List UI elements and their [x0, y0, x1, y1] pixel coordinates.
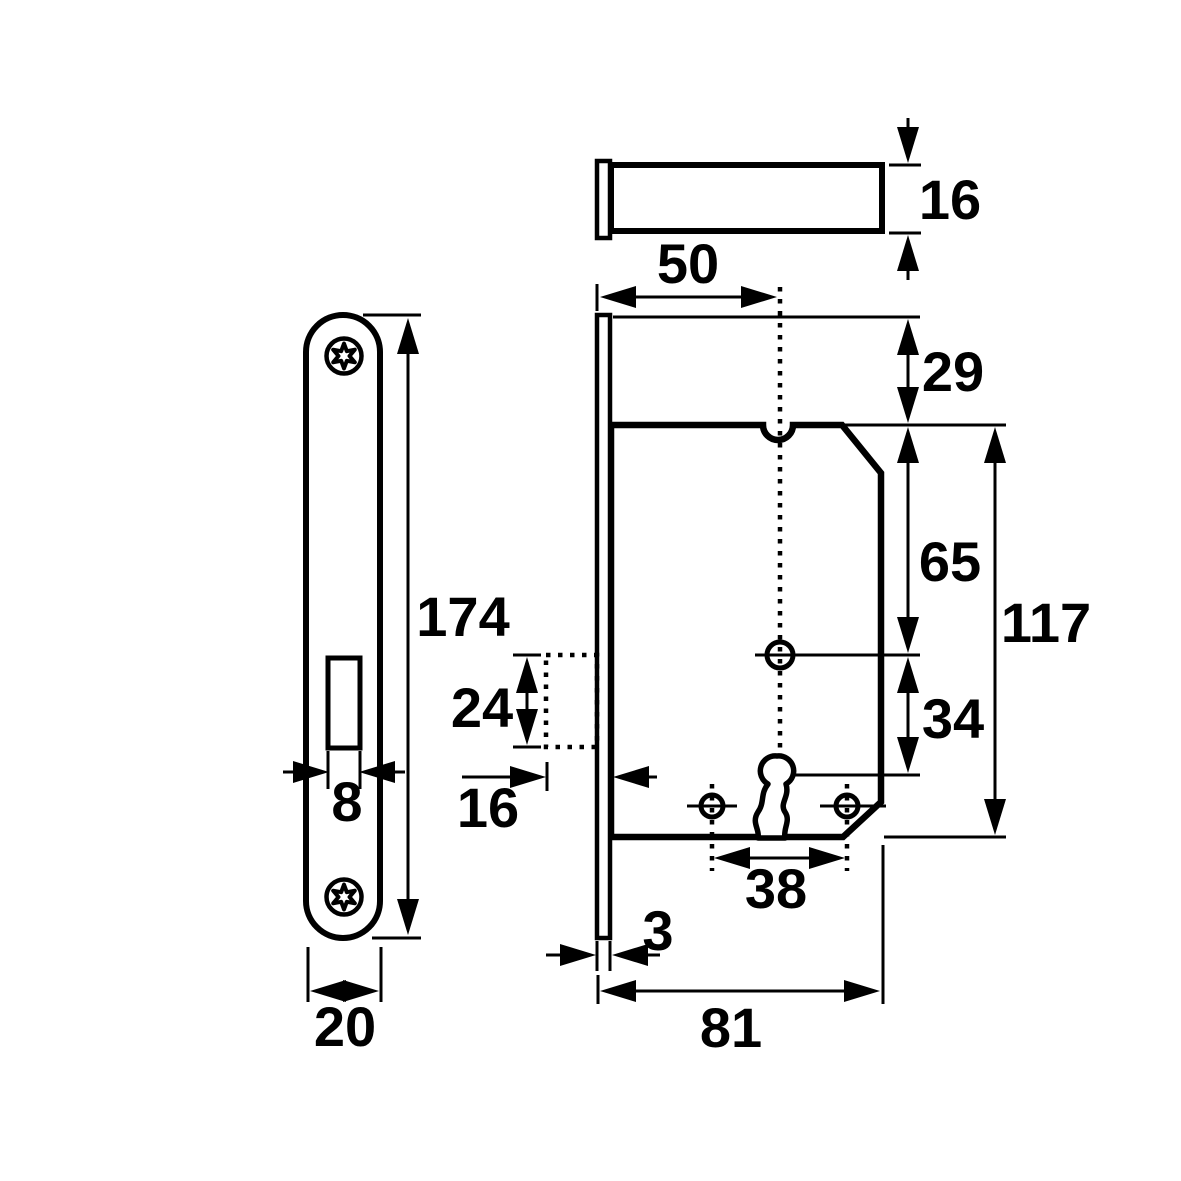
- dim-label-34: 34: [922, 687, 984, 750]
- dim-label-16-pocket: 16: [457, 776, 519, 839]
- dim-follower-to-keyhole: 34: [897, 657, 984, 773]
- case-body-outline: [607, 421, 885, 841]
- case-top-outline: [608, 162, 885, 234]
- fixing-hole-right: [833, 792, 861, 820]
- dim-backset: 50: [595, 232, 777, 311]
- follower-hole: [764, 639, 796, 671]
- torx-screw-bottom-icon: [327, 880, 362, 915]
- dim-label-117: 117: [1001, 591, 1091, 654]
- dim-case-depth: 81: [596, 845, 885, 1059]
- dim-label-65: 65: [919, 530, 981, 593]
- dim-label-16-case: 16: [919, 168, 981, 231]
- dim-fixing-hole-spacing: 38: [714, 847, 845, 920]
- torx-screw-top-icon: [327, 339, 362, 374]
- lock-case-side-view: [594, 287, 1006, 941]
- dim-label-50: 50: [657, 232, 719, 295]
- case-top-view: [594, 158, 885, 241]
- dim-case-top-to-follower: 65: [897, 427, 981, 653]
- dim-top-edge-to-case: 29: [897, 319, 984, 423]
- faceplate-outline: [303, 312, 383, 941]
- dim-label-174: 174: [416, 585, 509, 648]
- dim-faceplate-thickness: 3: [546, 899, 674, 971]
- faceplate-front-view: [303, 312, 383, 941]
- dim-label-20: 20: [314, 995, 376, 1058]
- dim-label-81: 81: [700, 996, 762, 1059]
- dim-label-3: 3: [642, 899, 673, 962]
- fixing-hole-left: [698, 792, 726, 820]
- dim-cutout-width: 8: [283, 751, 405, 833]
- dim-label-38: 38: [745, 857, 807, 920]
- latch-cutout: [325, 655, 363, 751]
- faceplate-edge-side-view: [594, 312, 613, 941]
- dim-faceplate-width: 20: [306, 947, 383, 1058]
- dim-faceplate-height: 174: [363, 313, 510, 940]
- latch-pocket-outline: [543, 652, 600, 750]
- dim-label-24: 24: [451, 676, 513, 739]
- latch-pocket-detail: 24 16: [451, 652, 657, 839]
- dim-case-height: 117: [984, 427, 1091, 835]
- dim-label-29: 29: [922, 340, 984, 403]
- keyhole: [752, 753, 797, 841]
- dim-case-thickness: 16: [889, 118, 981, 280]
- dim-label-8: 8: [331, 770, 362, 833]
